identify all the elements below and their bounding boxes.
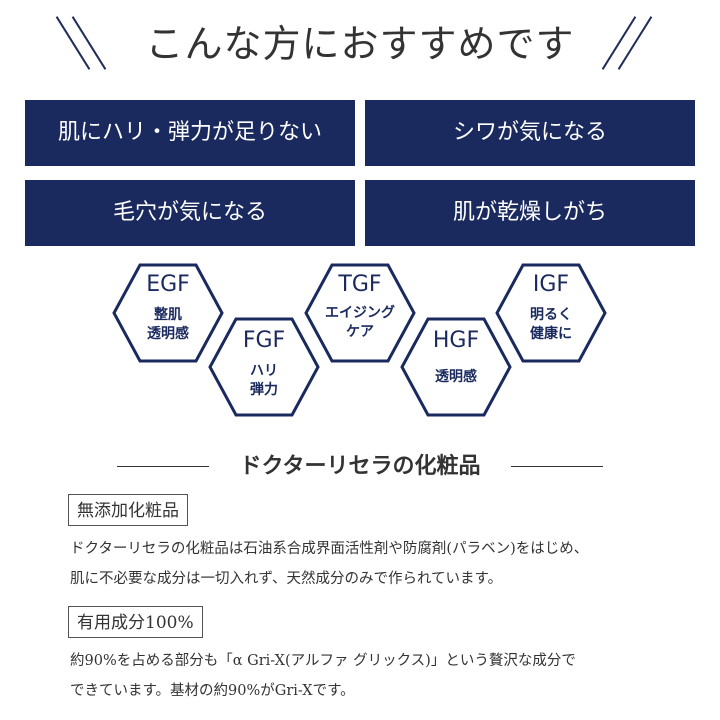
concern-box-2: シワが気になる <box>365 100 695 166</box>
factor-code: FGF <box>242 328 286 353</box>
hexagon-shape <box>112 263 224 363</box>
factor-desc-line1: エイジング <box>325 305 395 321</box>
feature-description-1: ドクターリセラの化粧品は石油系合成界面活性剤や防腐剤(パラベン)をはじめ、 肌に… <box>70 534 710 594</box>
section-rule-right <box>511 466 603 467</box>
factor-code: IGF <box>532 272 570 297</box>
factor-hex-igf: IGF 明るく 健康に <box>494 262 608 364</box>
feature-description-2: 約90%を占める部分も「α Gri-X(アルファ グリックス)」という贅沢な成分… <box>70 646 710 706</box>
hexagon-shape <box>208 317 320 417</box>
feature-tag-additive-free: 無添加化粧品 <box>68 494 188 526</box>
section-title: ドクターリセラの化粧品 <box>239 453 481 479</box>
hexagon-shape <box>495 263 607 363</box>
factor-desc-line2: ケア <box>346 324 374 340</box>
factor-hex-hgf: HGF 透明感 <box>399 316 513 418</box>
concern-box-3: 毛穴が気になる <box>25 180 355 246</box>
hexagon-shape <box>304 263 416 363</box>
factor-code: EGF <box>146 272 190 297</box>
feature-tag-useful-ingredients: 有用成分100% <box>68 606 203 638</box>
hexagon-shape <box>400 317 512 417</box>
factor-hex-fgf: FGF ハリ 弾力 <box>207 316 321 418</box>
description-line: 肌に不必要な成分は一切入れず、天然成分のみで作られています。 <box>70 571 503 587</box>
factor-hex-egf: EGF 整肌 透明感 <box>111 262 225 364</box>
concern-box-1: 肌にハリ・弾力が足りない <box>25 100 355 166</box>
factor-desc-line2: 健康に <box>530 326 572 342</box>
description-line: ドクターリセラの化粧品は石油系合成界面活性剤や防腐剤(パラベン)をはじめ、 <box>70 541 589 557</box>
factor-desc-line1: 透明感 <box>435 369 477 385</box>
factor-desc-line1: ハリ <box>250 363 278 379</box>
factor-code: HGF <box>432 328 480 353</box>
description-line: できています。基材の約90%がGri-Xです。 <box>70 683 355 699</box>
factor-desc-line2: 弾力 <box>250 382 278 398</box>
concern-box-4: 肌が乾燥しがち <box>365 180 695 246</box>
factor-hex-tgf: TGF エイジング ケア <box>303 262 417 364</box>
factor-desc-line2: 透明感 <box>147 326 189 342</box>
factor-code: TGF <box>338 272 382 297</box>
factor-desc-line1: 明るく <box>530 307 572 323</box>
factor-desc-line1: 整肌 <box>154 307 182 323</box>
description-line: 約90%を占める部分も「α Gri-X(アルファ グリックス)」という贅沢な成分… <box>70 653 576 669</box>
page-title: こんな方におすすめです <box>145 22 575 66</box>
section-rule-left <box>117 466 209 467</box>
